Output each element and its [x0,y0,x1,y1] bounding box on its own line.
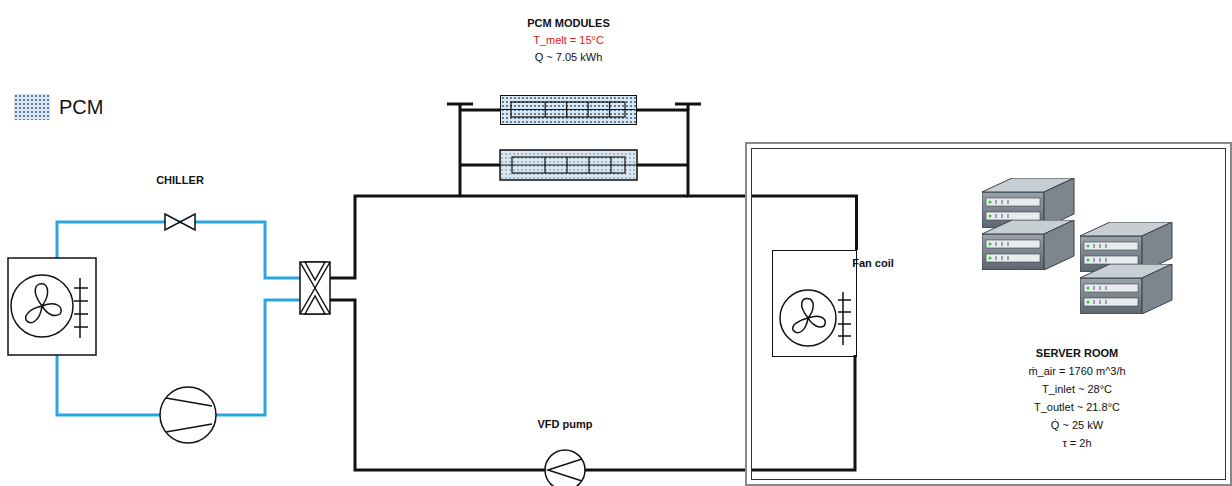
node-text: Q̇ ~ 25 kW [977,416,1177,434]
node-heading: SERVER ROOM [977,344,1177,362]
node-text: ṁ_air = 1760 m^3/h [977,362,1177,380]
node-text: Q ~ 7.05 kWh [527,49,610,66]
node-heading: PCM MODULES [527,15,610,32]
pcm-module [500,150,637,180]
expansion-valve [165,214,195,230]
compressor-symbol [160,387,216,443]
node-text: T_melt = 15°C [527,32,610,49]
pump-symbol [545,450,585,486]
water-pipe [330,104,855,470]
text-group: PCM MODULEST_melt = 15°CQ ~ 7.05 kWh [527,15,610,66]
server-room: SERVER ROOMṁ_air = 1760 m^3/hT_inlet ~ 2… [745,142,1232,486]
heat-exchanger [300,262,330,314]
text-group: Fan coil [773,254,973,272]
condenser-unit [8,258,96,355]
legend-swatch [14,94,50,120]
node-text: T_inlet ~ 28°C [977,380,1177,398]
pcm-module-core [501,96,636,124]
fan-coil-unit [780,290,851,346]
legend-item: PCM [14,94,103,120]
fan-coil-box: Fan coil [772,250,857,357]
text-group: SERVER ROOMṁ_air = 1760 m^3/hT_inlet ~ 2… [977,344,1177,452]
node-text: T_outlet ~ 21.8°C [977,398,1177,416]
component-label: CHILLER [140,173,220,188]
pump-label: VFD pump [537,417,593,432]
server-icon [982,178,1172,314]
node-text: τ = 2h [977,434,1177,452]
legend-text: PCM [59,95,103,119]
node-heading: Fan coil [773,254,973,272]
pcm-module: PCM MODULEST_melt = 15°CQ ~ 7.05 kWh [500,95,637,125]
